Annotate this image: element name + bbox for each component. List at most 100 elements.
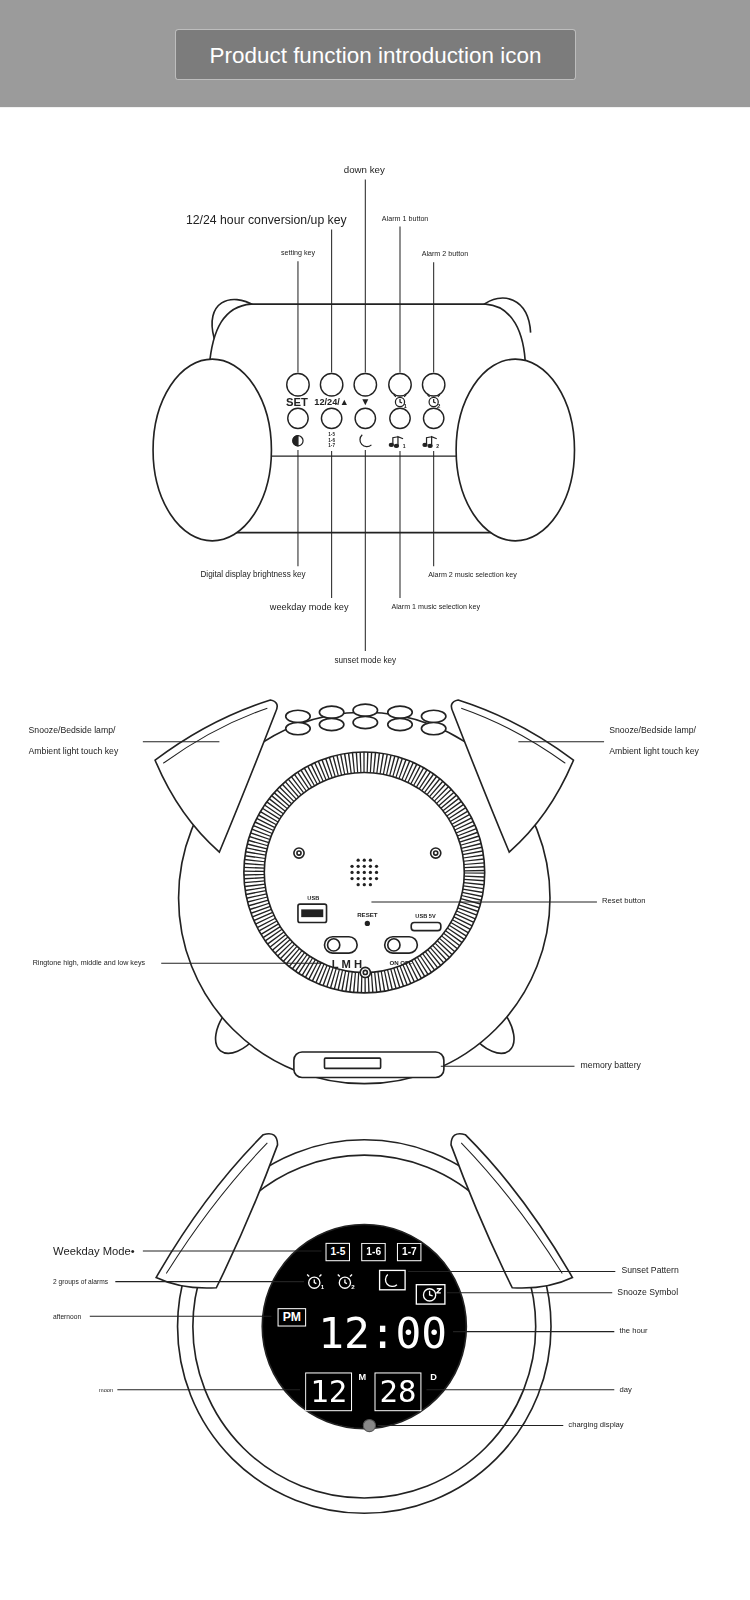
leader-line [365, 450, 366, 651]
button-marking: 1-6 [328, 438, 335, 443]
speaker-holes [357, 871, 360, 874]
back-view-housing [264, 772, 464, 972]
back-view-housing [294, 848, 304, 858]
button-marking: SET [286, 396, 308, 409]
leader-line [115, 1281, 304, 1282]
button-marking: 1-7 [328, 443, 335, 448]
back-view-housing [319, 706, 343, 718]
key-label: Snooze/Bedside lamp/ Ambient light touch… [29, 719, 141, 762]
lcd-marking: 1 [321, 1284, 324, 1291]
speaker-holes [369, 877, 372, 880]
leader-line [408, 1271, 615, 1272]
front-view-housing [156, 1134, 277, 1288]
display-label: Weekday Mode• [53, 1245, 135, 1258]
pm-box: PM [278, 1308, 307, 1326]
lcd-icons [385, 1274, 396, 1286]
key-label: Alarm 2 button [422, 250, 468, 258]
button-icons [423, 443, 427, 446]
button-icons [428, 395, 440, 403]
top-view-buttons [321, 408, 341, 428]
button-marking: 12/24/▲ [314, 397, 349, 408]
top-view-buttons [287, 373, 309, 395]
button-icons [360, 435, 371, 447]
leader-line [298, 180, 434, 651]
speaker-holes [350, 877, 353, 880]
back-view-housing [353, 704, 377, 716]
button-marking: 2 [437, 403, 440, 410]
box-text: 1-7 [402, 1247, 417, 1257]
lcd-icons [307, 1270, 445, 1304]
leader-line [331, 230, 332, 373]
speaker-holes [363, 877, 366, 880]
header-band [0, 0, 750, 107]
speaker-holes [357, 859, 360, 862]
back-view-housing [421, 722, 445, 734]
back-view-housing [324, 937, 357, 953]
back-view-housing [328, 939, 340, 951]
back-view-housing [421, 710, 445, 722]
display-label: Sunset Pattern [621, 1265, 678, 1275]
key-label: Alarm 1 button [382, 215, 428, 223]
key-label: setting key [281, 249, 315, 257]
button-marking: 1 [403, 403, 406, 410]
top-view-buttons [355, 408, 375, 428]
front-view-housing [166, 1143, 267, 1274]
switch-marking: ON OFF [389, 960, 412, 967]
display-label: 2 groups of alarms [53, 1278, 108, 1286]
charging-indicator [363, 1419, 375, 1431]
leader-line [143, 742, 604, 1066]
weekday-box: 1-6 [361, 1243, 386, 1261]
box-text: 12 [310, 1377, 347, 1408]
key-label: Alarm 2 music selection key [428, 570, 517, 578]
speaker-holes [357, 883, 360, 886]
top-view-buttons [354, 373, 376, 395]
month-box: 12 [305, 1372, 352, 1411]
back-view-housing [434, 851, 438, 855]
back-view-housing [385, 937, 418, 953]
lcd-marking: M [358, 1372, 366, 1383]
back-view-housing [302, 910, 322, 916]
box-text: 1-6 [366, 1247, 381, 1257]
speaker-holes [369, 871, 372, 874]
back-view-housing [324, 1058, 380, 1068]
leader-line [297, 261, 298, 372]
back-view-housing [353, 716, 377, 728]
back-view-housing [366, 922, 370, 926]
speaker-holes [363, 871, 366, 874]
leader-line [433, 451, 434, 566]
leader-line [427, 1389, 615, 1390]
leader-line [453, 1331, 614, 1332]
top-view-buttons [423, 408, 443, 428]
button-icons [394, 395, 406, 403]
lcd-icons [430, 1289, 441, 1296]
lcd-icons [338, 1274, 352, 1283]
top-view-buttons [422, 373, 444, 395]
speaker-holes [350, 871, 353, 874]
button-icons [389, 443, 393, 446]
front-view-housing [461, 1143, 562, 1274]
speaker-holes [369, 865, 372, 868]
speaker-holes [363, 865, 366, 868]
lcd-marking: 2 [351, 1284, 354, 1291]
speaker-holes [357, 865, 360, 868]
button-icons [394, 444, 398, 447]
leader-line [441, 1066, 575, 1067]
port-marking: USB 5V [415, 913, 435, 919]
key-label: sunset mode key [334, 656, 396, 665]
leader-line [161, 963, 322, 964]
top-view-buttons [390, 408, 410, 428]
button-icons [293, 395, 440, 448]
back-view-housing [298, 904, 327, 922]
key-label: Snooze/Bedside lamp/ Ambient light touch… [609, 719, 721, 762]
button-marking: 1 [403, 444, 406, 450]
back-view-housing [363, 970, 367, 974]
key-label: Digital display brightness key [200, 570, 305, 579]
top-view-housing [456, 359, 574, 541]
header-band [0, 0, 750, 107]
leader-line [371, 902, 597, 903]
leader-line [90, 1316, 272, 1317]
charging-indicator [363, 1419, 375, 1431]
part-label: memory battery [581, 1061, 641, 1071]
box-text: PM [283, 1311, 301, 1323]
weekday-box: 1-5 [326, 1243, 351, 1261]
